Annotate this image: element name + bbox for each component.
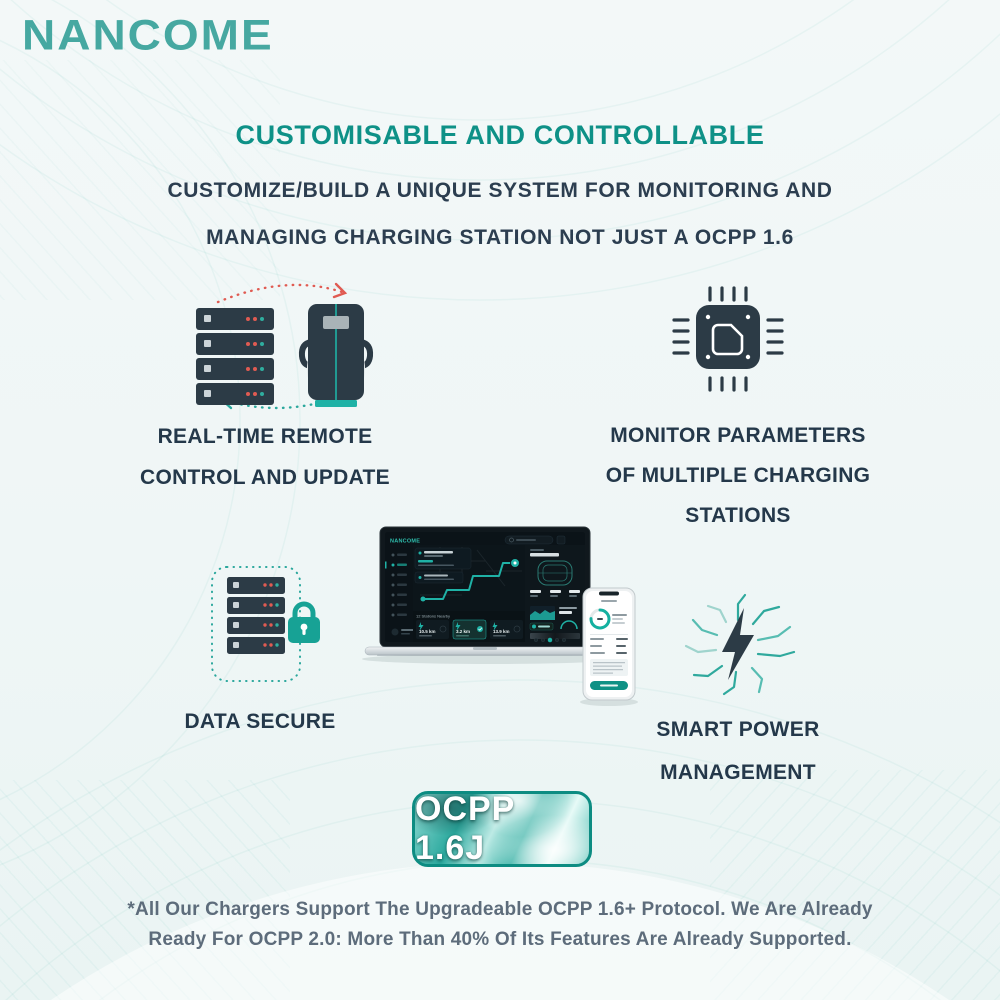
phone-stat-rows bbox=[590, 638, 628, 654]
station-card-active: 3.2 km bbox=[452, 619, 487, 640]
feature-power-line1: SMART POWER bbox=[656, 718, 820, 741]
dashboard-sidebar bbox=[385, 553, 414, 636]
station-distance: 13.9 km bbox=[493, 629, 510, 634]
footer-line1: *All Our Chargers Support The Upgradeabl… bbox=[127, 899, 873, 920]
bolt-glyph bbox=[722, 608, 754, 680]
ev-charger-icon bbox=[298, 304, 374, 407]
feature-secure-line1: DATA SECURE bbox=[184, 710, 336, 733]
phone-note-block bbox=[590, 659, 628, 676]
laptop-mockup: NANCOME bbox=[364, 526, 606, 656]
dashboard-map bbox=[413, 545, 525, 611]
sync-arrow-up-icon bbox=[216, 282, 348, 304]
media-controls bbox=[534, 637, 566, 643]
charging-chip bbox=[529, 622, 554, 631]
station-distance: 10.5 km bbox=[419, 629, 436, 634]
corner-rays-bottom-right bbox=[710, 770, 1000, 1000]
car-photo-strip bbox=[530, 633, 580, 639]
mini-area-chart bbox=[530, 606, 578, 630]
cpu-chip-icon bbox=[672, 286, 784, 392]
corner-rays-bottom-left bbox=[0, 780, 290, 1000]
sidebar-user-chip bbox=[391, 628, 414, 636]
route-line bbox=[422, 562, 516, 600]
map-info-card bbox=[414, 547, 472, 570]
feature-monitor-line2: OF MULTIPLE CHARGING bbox=[605, 464, 871, 487]
route-start-marker bbox=[420, 596, 426, 602]
server-rack-icon bbox=[196, 308, 274, 405]
feature-label-secure: DATA SECURE bbox=[80, 701, 440, 742]
car-stats-row bbox=[530, 590, 580, 597]
feature-label-monitor: MONITOR PARAMETERS OF MULTIPLE CHARGING … bbox=[558, 416, 918, 536]
car-wireframe bbox=[537, 560, 573, 586]
station-card: 10.5 km bbox=[416, 620, 449, 639]
map-info-card-2 bbox=[414, 571, 464, 584]
station-distance: 3.2 km bbox=[456, 629, 470, 634]
feature-remote-line2: CONTROL AND UPDATE bbox=[139, 466, 390, 489]
phone-primary-button bbox=[590, 681, 628, 690]
ocpp-badge-label: OCPP 1.6J bbox=[415, 791, 515, 867]
server-charger-sync-icon bbox=[196, 282, 374, 410]
station-card: 13.9 km bbox=[490, 620, 523, 639]
search-icon bbox=[509, 537, 514, 543]
server-rack-icon bbox=[227, 577, 285, 654]
battery-ring-chart bbox=[589, 608, 611, 630]
feature-label-power: SMART POWER MANAGEMENT bbox=[558, 708, 918, 794]
dashboard-topbar: NANCOME bbox=[390, 535, 566, 545]
page-subtitle-line1: CUSTOMIZE/BUILD A UNIQUE SYSTEM FOR MONI… bbox=[167, 179, 833, 202]
page-subtitle-line2: MANAGING CHARGING STATION NOT JUST A OCP… bbox=[206, 226, 794, 249]
feature-remote-line1: REAL-TIME REMOTE bbox=[157, 425, 373, 448]
bolt-circuit-icon bbox=[684, 593, 796, 696]
feature-label-remote: REAL-TIME REMOTE CONTROL AND UPDATE bbox=[85, 416, 445, 498]
stations-panel: 12 Stations Nearby 10.5 km 3.2 km bbox=[413, 611, 525, 642]
brand-logo: NANCOME bbox=[22, 11, 274, 59]
phone-mockup bbox=[580, 587, 638, 706]
sidebar-active-item bbox=[385, 561, 407, 569]
feature-monitor-line3: STATIONS bbox=[685, 504, 791, 527]
dashboard-logo: NANCOME bbox=[390, 539, 420, 545]
ocpp-badge: OCPP 1.6J bbox=[412, 791, 592, 867]
page-title: CUSTOMISABLE AND CONTROLLABLE bbox=[235, 120, 765, 150]
feature-power-line2: MANAGEMENT bbox=[660, 761, 816, 784]
server-lock-icon bbox=[211, 566, 320, 682]
stations-header: 12 Stations Nearby bbox=[416, 614, 450, 619]
footer-line2: Ready For OCPP 2.0: More Than 40% Of Its… bbox=[148, 929, 852, 950]
lock-icon bbox=[288, 601, 320, 643]
feature-monitor-line1: MONITOR PARAMETERS bbox=[610, 424, 866, 447]
device-mockup: NANCOME bbox=[362, 526, 638, 706]
phone-notch bbox=[599, 591, 619, 596]
dashboard-right-panel bbox=[525, 545, 585, 643]
